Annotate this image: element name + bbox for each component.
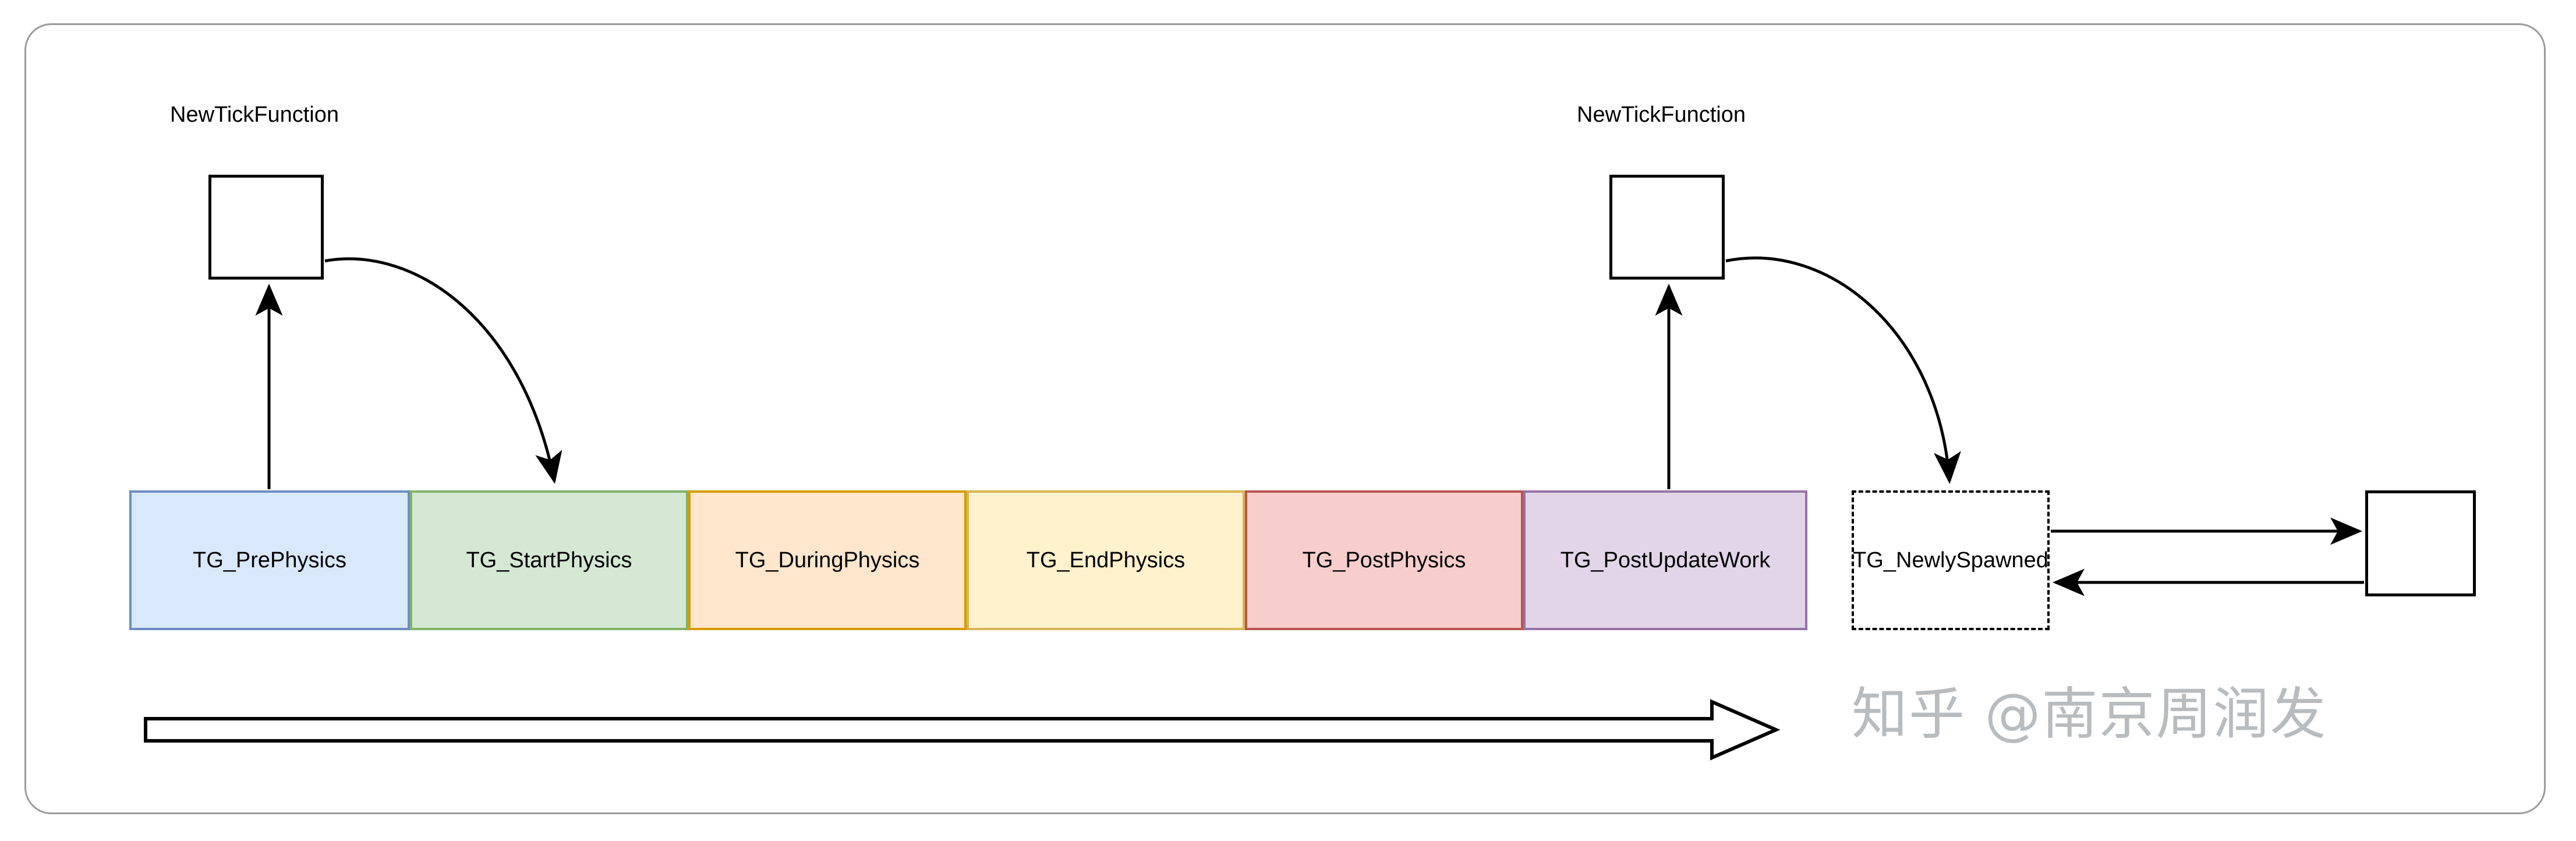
tick-group-label: TG_DuringPhysics: [735, 548, 920, 573]
tick-group-during-physics[interactable]: TG_DuringPhysics: [688, 490, 967, 630]
new-tick-function-caption-left: NewTickFunction: [170, 103, 339, 127]
tick-group-label: TG_EndPhysics: [1026, 548, 1186, 573]
tick-group-label: TG_NewlySpawned: [1853, 548, 2048, 573]
new-tick-function-caption-right: NewTickFunction: [1577, 103, 1746, 127]
tick-group-start-physics[interactable]: TG_StartPhysics: [410, 490, 688, 630]
tick-group-end-physics[interactable]: TG_EndPhysics: [967, 490, 1245, 630]
tick-group-pre-physics[interactable]: TG_PrePhysics: [129, 490, 410, 630]
watermark: 知乎 @南京周润发: [1852, 681, 2327, 747]
tick-group-label: TG_StartPhysics: [466, 548, 632, 573]
tick-group-newly-spawned[interactable]: TG_NewlySpawned: [1852, 490, 2050, 630]
tick-group-label: TG_PostPhysics: [1302, 548, 1466, 573]
reentry-box[interactable]: [2365, 490, 2476, 596]
tick-group-post-physics[interactable]: TG_PostPhysics: [1245, 490, 1523, 630]
tick-group-label: TG_PostUpdateWork: [1560, 548, 1771, 573]
new-tick-function-box-right[interactable]: [1609, 175, 1725, 280]
new-tick-function-box-left[interactable]: [208, 175, 324, 280]
tick-group-post-update-work[interactable]: TG_PostUpdateWork: [1523, 490, 1807, 630]
tick-group-label: TG_PrePhysics: [193, 548, 346, 573]
